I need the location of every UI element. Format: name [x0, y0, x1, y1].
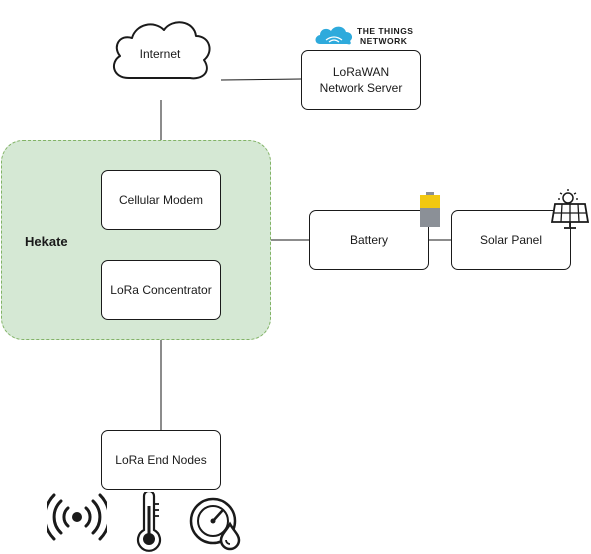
solar-panel-icon: [550, 189, 590, 229]
hekate-group-label: Hekate: [25, 234, 68, 249]
signal-broadcast-icon: [47, 493, 107, 541]
connector-internet-server: [220, 78, 302, 81]
battery-node[interactable]: Battery: [309, 210, 429, 270]
solar-panel-node[interactable]: Solar Panel: [451, 210, 571, 270]
lorawan-network-server-node[interactable]: LoRaWAN Network Server: [301, 50, 421, 110]
pressure-gauge-icon: [189, 497, 241, 551]
thermometer-icon: [136, 492, 162, 552]
lora-concentrator-node[interactable]: LoRa Concentrator: [101, 260, 221, 320]
ttn-logo-line2: NETWORK: [360, 36, 408, 46]
lora-end-nodes-node[interactable]: LoRa End Nodes: [101, 430, 221, 490]
internet-cloud-icon: [112, 21, 211, 80]
internet-label: Internet: [139, 47, 181, 61]
ttn-logo-line1: THE THINGS: [357, 26, 414, 36]
cellular-modem-node[interactable]: Cellular Modem: [101, 170, 221, 230]
ttn-cloud-icon: [315, 26, 353, 45]
battery-icon: [420, 192, 440, 227]
